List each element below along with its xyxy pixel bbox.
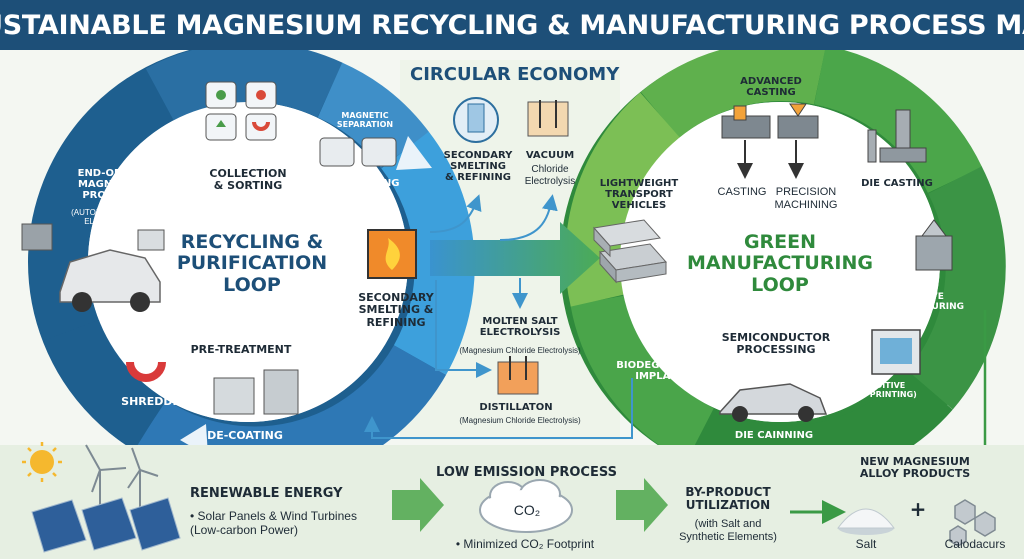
magnetic-separation-label: MAGNETIC SEPARATION (336, 111, 394, 129)
new-alloy-products-label: NEW MAGNESIUM ALLOY PRODUCTS (859, 455, 971, 481)
additive-manufacturing-label: ADDITIVE MANUFACTURING (875, 292, 965, 313)
renewable-energy-sub: • Solar Panels & Wind Turbines (Low-carb… (190, 509, 357, 537)
sorting-icons (205, 81, 277, 141)
refining-vessel-icon (453, 97, 499, 143)
vacuum-sub: Chloride Electrolysis (524, 164, 576, 187)
shredder-icon (319, 137, 397, 167)
byproduct-sub: (with Salt and Synthetic Elements) (679, 518, 777, 543)
process-map-diagram (0, 50, 1024, 559)
additive-machine-icon (915, 219, 953, 271)
semiconductor-label: SEMICONDUCTOR PROCESSING (721, 331, 831, 357)
circular-flow-arrow (430, 222, 600, 294)
3d-printer-icon (871, 329, 921, 375)
low-emission-sub: • Minimized CO₂ Footprint (455, 537, 595, 551)
salt-pile-icon (837, 508, 895, 535)
emission-arrow (616, 478, 668, 532)
sedan-car-icon (719, 383, 828, 422)
die-casting-machine-icon (867, 109, 927, 163)
page-title: SUSTAINABLE MAGNESIUM RECYCLING & MANUFA… (0, 0, 1024, 50)
metal-ingot-icon (593, 219, 667, 284)
precision-machining-label: PRECISION MACHINING (774, 186, 838, 211)
casting-mold-icon (721, 103, 819, 139)
recycling-loop-title: RECYCLING & PURIFICATION LOOP (176, 231, 328, 296)
solar-panel-icon (31, 497, 181, 553)
decoating-icon (213, 369, 299, 415)
end-of-life-label: END-OF-LIFE MAGNESIUM PRODUCTS (77, 168, 149, 202)
distillation-title: DISTILLATON (479, 402, 553, 413)
calodacurs-label: Calodacurs (944, 537, 1006, 551)
biodegradable-implants-label: BIODEGRADABLE IMPLANTS (616, 360, 712, 383)
magnet-icon (126, 361, 166, 382)
secondary-smelting-ring-label: SECONDARY SMELTING & REFINING (358, 291, 434, 329)
die-casting-label: DIE CASTING (861, 178, 933, 189)
vacuum-cell-icon (527, 100, 569, 137)
circular-economy-label: CIRCULAR ECONOMY (410, 64, 620, 85)
pretreatment-label: PRE-TREATMENT (190, 343, 292, 356)
co2-cloud-icon (479, 479, 573, 533)
secondary-smelting-center-label: SECONDARY SMELTING & REFINING (443, 150, 513, 184)
co2-label: CO₂ (513, 502, 541, 518)
casting-label: CASTING (717, 186, 767, 198)
distillation-cell-icon (497, 356, 539, 395)
collection-sorting-label: COLLECTION & SORTING (209, 167, 287, 193)
molten-salt-sub: (Magnesium Chloride Electrolysis) (459, 346, 581, 355)
advanced-casting-label: ADVANCED CASTING (740, 76, 802, 99)
die-canning-label: DIE CAINNING (734, 430, 814, 441)
shredding-top-label: SHREDDING (332, 178, 400, 189)
sun-icon (22, 442, 62, 482)
distillation-sub: (Magnesium Chloride Electrolysis) (459, 416, 581, 425)
low-emission-title: LOW EMISSION PROCESS (436, 465, 617, 480)
molten-salt-title: MOLTEN SALT ELECTROLYSIS (479, 316, 561, 339)
vacuum-title: VACUUM (525, 150, 575, 161)
decoating-label: DE-COATING (207, 429, 283, 442)
renewable-arrow (392, 478, 444, 532)
hexagon-crystals-icon (949, 499, 996, 547)
salt-label: Salt (855, 537, 877, 551)
scrap-car-icon (21, 223, 165, 312)
manufacturing-loop-title: GREEN MANUFACTURING LOOP (687, 231, 873, 296)
lightweight-vehicles-label: LIGHTWEIGHT TRANSPORT VEHICLES (599, 178, 679, 212)
shredding-bottom-label: SHREDDING (121, 395, 195, 408)
furnace-icon (367, 229, 417, 279)
additive-3d-label: ADDITIVE (3D PRINTING) (851, 381, 917, 399)
byproduct-title: BY-PRODUCT UTILIZATION (685, 485, 771, 513)
renewable-energy-title: RENEWABLE ENERGY (190, 486, 343, 501)
plus-sign: + (909, 497, 927, 521)
end-of-life-sub: (AUTOMOTIVE PARTS, ELECTRONICS) (71, 208, 157, 227)
